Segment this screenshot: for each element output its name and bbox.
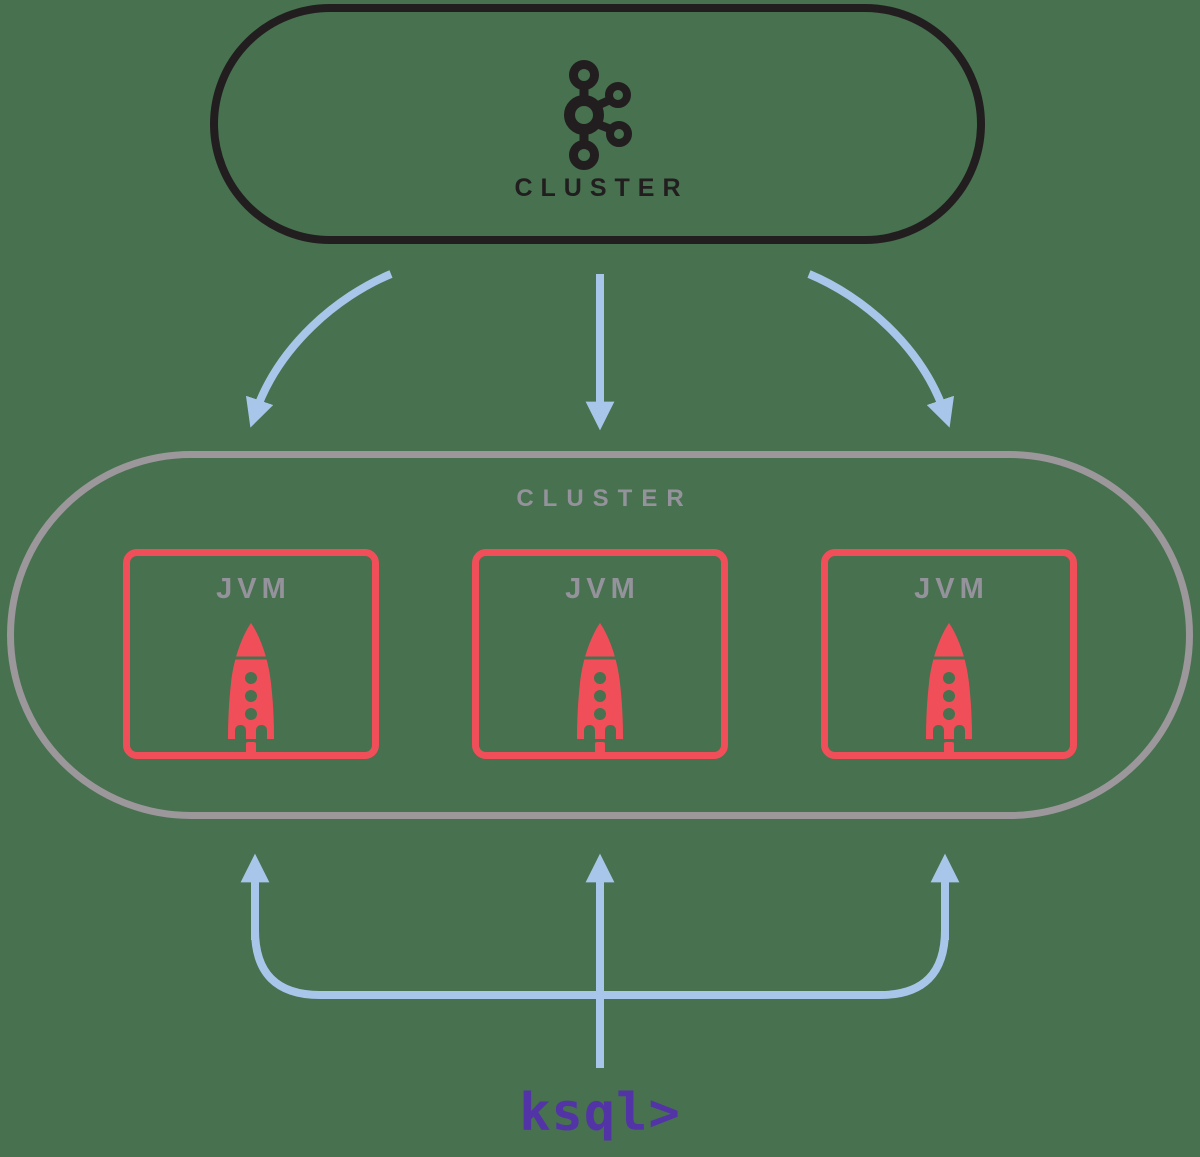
arrow-down-right-icon xyxy=(807,270,955,428)
rocket-icon xyxy=(577,623,623,753)
jvm-label-3: JVM xyxy=(914,573,989,605)
ksqldb-cluster-pill: CLUSTER JVM JVM xyxy=(7,451,1193,819)
jvm-box-3: JVM xyxy=(821,549,1077,759)
jvm-label-2: JVM xyxy=(565,573,640,605)
rocket-icon xyxy=(926,623,972,753)
jvm-box-2: JVM xyxy=(472,549,728,759)
ksqldb-cluster-label: CLUSTER xyxy=(516,485,693,512)
arrow-down-left-icon xyxy=(245,270,393,428)
ksql-branch-line xyxy=(251,880,949,999)
kafka-logo-icon xyxy=(564,60,632,170)
ksql-cli-logo: ksql> xyxy=(519,1083,681,1143)
jvm-label-1: JVM xyxy=(216,573,291,605)
kafka-cluster-pill: CLUSTER xyxy=(210,4,985,244)
jvm-box-1: JVM xyxy=(123,549,379,759)
kafka-cluster-label: CLUSTER xyxy=(514,174,689,202)
rocket-icon xyxy=(228,623,274,753)
